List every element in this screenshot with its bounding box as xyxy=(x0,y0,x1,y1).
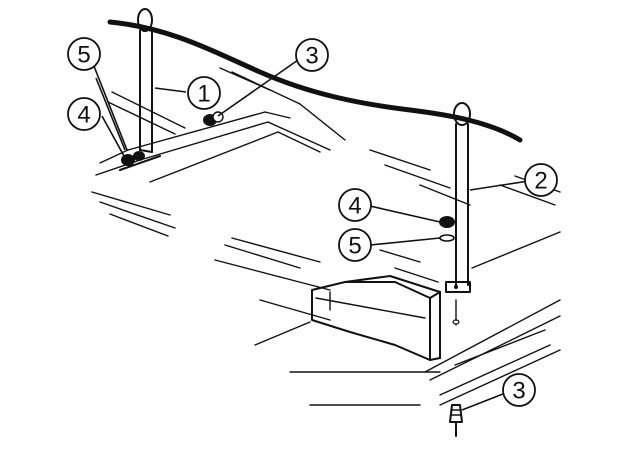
callout-5-right: 5 xyxy=(338,228,372,262)
beam-block xyxy=(311,275,441,361)
callout-4-right: 4 xyxy=(338,188,372,222)
upper-left-rails xyxy=(91,67,346,237)
support-beam xyxy=(214,237,561,406)
callout-5-right-label: 5 xyxy=(348,233,361,260)
callout-1: 1 xyxy=(187,76,221,110)
callout-5-left-label: 5 xyxy=(77,42,90,69)
callout-4-left-label: 4 xyxy=(77,102,90,129)
callout-2: 2 xyxy=(524,163,558,197)
overhead-pipe xyxy=(107,19,523,143)
callout-3-bottom-label: 3 xyxy=(512,378,525,405)
callout-2-label: 2 xyxy=(534,168,547,195)
callout-1-label: 1 xyxy=(197,81,210,108)
hanger-rod-2 xyxy=(445,102,471,293)
callout-3-bottom: 3 xyxy=(502,373,536,407)
callout-5-left: 5 xyxy=(67,37,101,71)
callout-4-left: 4 xyxy=(67,97,101,131)
callout-3-top: 3 xyxy=(295,38,329,72)
left-nut-washer xyxy=(119,151,161,171)
leader-lines xyxy=(89,55,536,411)
callout-3-top-label: 3 xyxy=(305,43,318,70)
hanger-rod-1 xyxy=(137,8,153,153)
callout-4-right-label: 4 xyxy=(348,193,361,220)
right-nut-washer xyxy=(439,216,455,242)
lower-anchor-stud xyxy=(449,299,463,437)
